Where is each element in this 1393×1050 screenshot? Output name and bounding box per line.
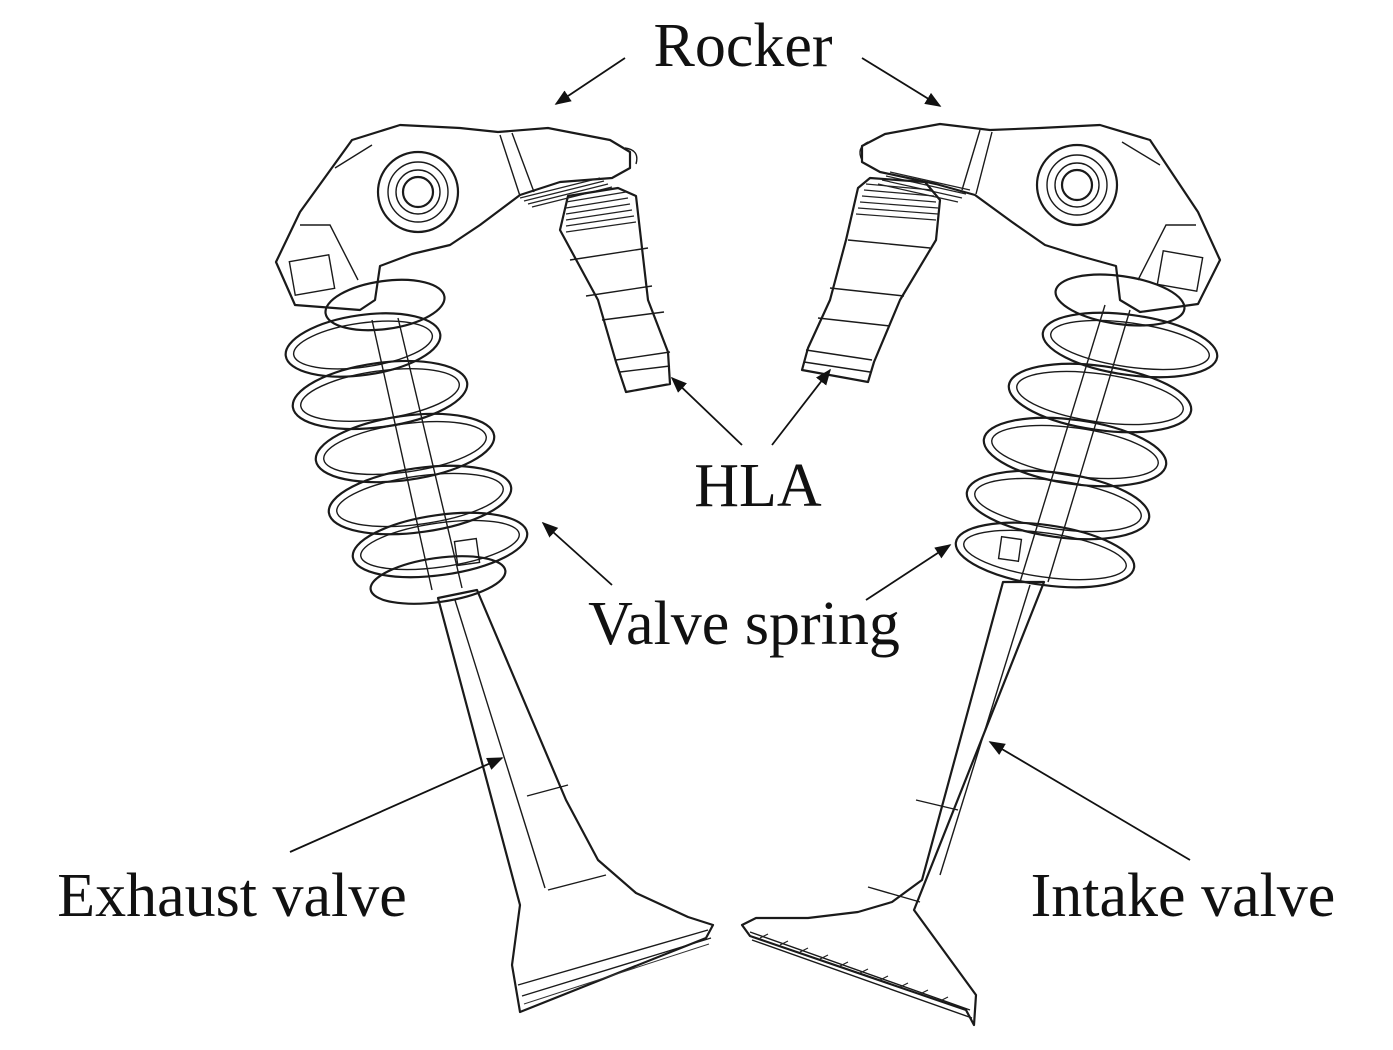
spring-arrow-left (541, 521, 613, 586)
hla-arrow-left (670, 376, 743, 446)
rocker-label: Rocker (653, 12, 832, 80)
exhaust-valve-arrow (289, 757, 504, 853)
intake-hla-drawing (800, 176, 942, 384)
exhaust-valve-drawing (436, 588, 715, 1014)
valve-spring-label: Valve spring (588, 590, 900, 658)
rocker-arrow-right (861, 57, 942, 107)
exhaust-assembly (274, 123, 715, 1014)
intake-valve-spring-drawing (954, 273, 1219, 589)
rocker-arrow-left (554, 57, 626, 105)
hla-arrow-right (771, 368, 831, 446)
spring-arrow-right (865, 544, 952, 601)
leader-arrows (289, 57, 1191, 861)
hla-label: HLA (694, 452, 822, 520)
intake-valve-drawing (740, 580, 1046, 1027)
exhaust-hla-drawing (558, 186, 672, 394)
exhaust-rocker-drawing (274, 123, 638, 312)
intake-valve-label: Intake valve (1031, 862, 1336, 930)
exhaust-valve-spring-drawing (284, 278, 529, 605)
intake-valve-arrow (988, 741, 1191, 861)
intake-rocker-drawing (859, 122, 1222, 314)
intake-assembly (740, 122, 1222, 1027)
exhaust-valve-label: Exhaust valve (57, 862, 407, 930)
